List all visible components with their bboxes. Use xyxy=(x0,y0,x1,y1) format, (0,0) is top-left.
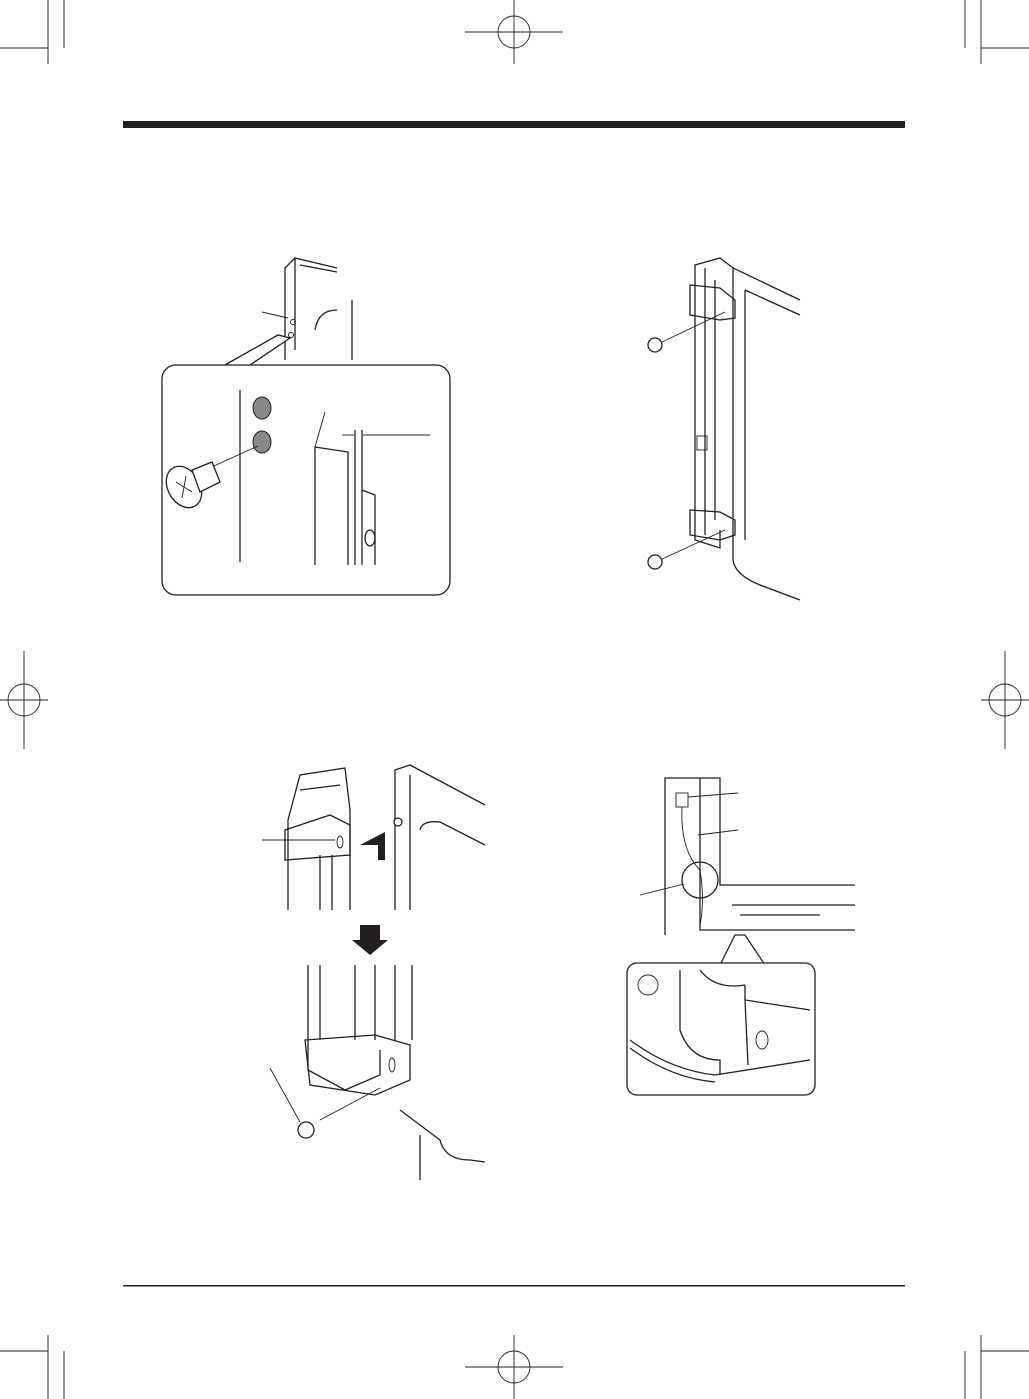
figure-screw-hole-detail xyxy=(161,257,451,596)
registration-mark-right xyxy=(981,651,1029,749)
figure-hang-bracket xyxy=(262,764,486,1180)
figure-cable-routing xyxy=(626,777,855,1096)
registration-mark-left xyxy=(0,651,48,749)
registration-mark-top xyxy=(465,0,563,64)
header-rule xyxy=(123,121,905,128)
registration-mark-bottom xyxy=(465,1335,563,1399)
figure-bracket-screws xyxy=(647,257,801,601)
footer-rule xyxy=(123,1285,905,1287)
